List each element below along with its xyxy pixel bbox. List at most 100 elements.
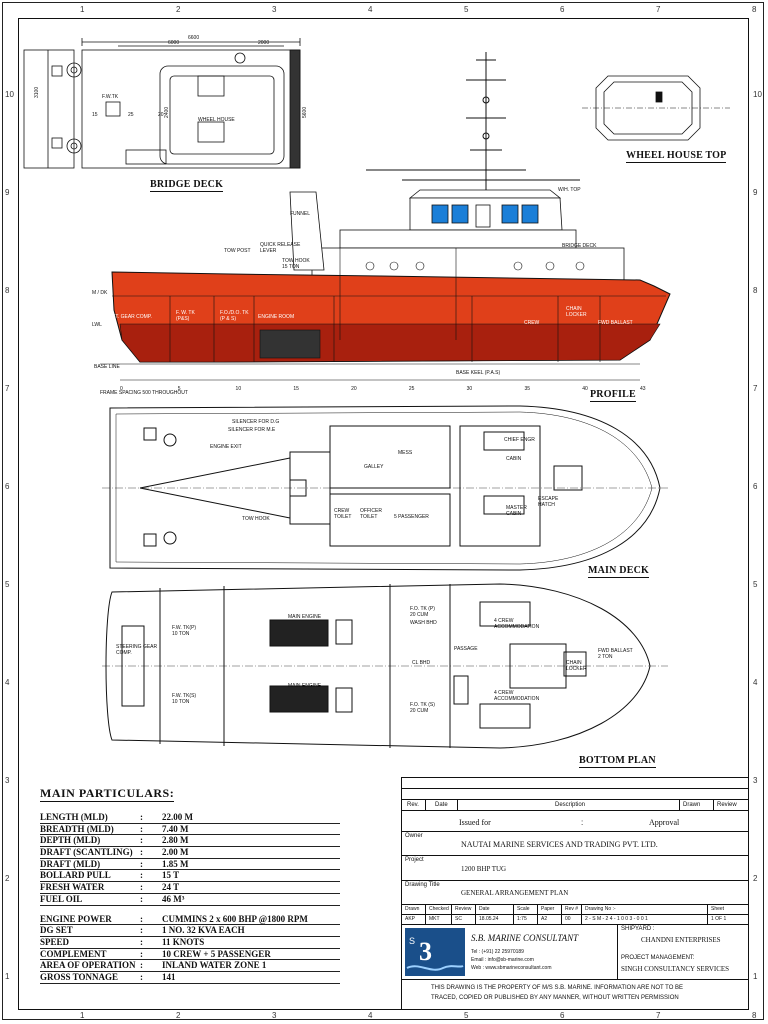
grid-row-label: 2 (753, 874, 758, 883)
tb-col-value: SC (455, 916, 462, 922)
frame-number: 43 (640, 386, 646, 392)
particular-colon: : (140, 858, 143, 869)
bridge-dimension-label: 6000 (168, 40, 179, 46)
label-tow-post: TOW POST (224, 248, 251, 254)
tb-col-header: Review (455, 906, 472, 912)
label-chain-locker: CHAIN LOCKER (566, 306, 587, 318)
particular-colon: : (140, 882, 143, 893)
particular-value: 15 T (162, 870, 180, 881)
grid-row-label: 9 (5, 188, 10, 197)
sb-marine-logo: 3 S (405, 928, 465, 976)
bridge-dimension-label: 6600 (188, 35, 199, 41)
label-crew-accom-1: 4 CREW ACCOMMODATION (494, 618, 540, 630)
particular-value: INLAND WATER ZONE 1 (162, 960, 267, 971)
particular-value: 10 CREW + 5 PASSENGER (162, 948, 271, 959)
label-fodo: F.O./D.O. TK (P & S) (220, 310, 249, 322)
wheel-house-top-drawing (582, 75, 730, 141)
particular-key: LENGTH (MLD) (40, 812, 108, 822)
tb-consultant: S.B. MARINE CONSULTANT (471, 933, 579, 943)
particular-colon: : (140, 913, 143, 924)
label-fwd-ballast: FWD BALLAST (598, 320, 633, 326)
label-engine-exit: ENGINE EXIT (210, 444, 242, 450)
bridge-dimension-label: 2400 (164, 107, 170, 118)
grid-col-label: 3 (272, 5, 277, 14)
frame-number: 35 (524, 386, 530, 392)
bridge-dimension-label: 20 (158, 112, 164, 118)
frame-number: 15 (293, 386, 299, 392)
particular-row: ENGINE POWER:CUMMINS 2 x 600 BHP @1800 R… (40, 914, 340, 926)
particular-value: 46 M³ (162, 893, 185, 904)
grid-col-label: 5 (464, 1011, 469, 1020)
particular-colon: : (140, 870, 143, 881)
grid-col-label: 6 (560, 1011, 565, 1020)
particular-key: DEPTH (MLD) (40, 835, 101, 846)
label-main-engine-1: MAIN ENGINE (288, 614, 322, 620)
grid-col-label: 7 (656, 5, 661, 14)
label-cl-bhd: CL BHD (412, 660, 431, 666)
label-silencer-dg: SILENCER FOR D.G (232, 419, 280, 425)
particular-row: GROSS TONNAGE:141 (40, 972, 340, 984)
label-crew-accom-2: 4 CREW ACCOMMODATION (494, 690, 540, 702)
wheel-house-top-title: WHEEL HOUSE TOP (626, 150, 727, 163)
particular-value: 1.85 M (162, 858, 189, 869)
grid-row-label: 3 (5, 776, 10, 785)
particular-key: FUEL OIL (40, 893, 83, 904)
grid-col-label: 8 (752, 1011, 757, 1020)
tb-web: Web : www.sbmarineconsultant.com (471, 965, 552, 971)
tb-drawn-header: Drawn (683, 802, 701, 808)
tb-col-value: 1 OF 1 (711, 916, 727, 922)
particular-colon: : (140, 847, 143, 858)
grid-row-label: 5 (5, 580, 10, 589)
frame-number: 5 (178, 386, 181, 392)
bridge-deck-title: BRIDGE DECK (150, 179, 224, 192)
tb-pm: SINGH CONSULTANCY SERVICES (621, 965, 730, 973)
tb-shipyard: CHANDNI ENTERPRISES (641, 936, 721, 944)
frame-number: 30 (467, 386, 473, 392)
grid-row-label: 2 (5, 874, 10, 883)
particular-value: CUMMINS 2 x 600 BHP @1800 RPM (162, 913, 308, 924)
particular-value: 11 KNOTS (162, 936, 205, 947)
particular-key: FRESH WATER (40, 882, 105, 893)
particular-row: DG SET:1 NO. 32 KVA EACH (40, 925, 340, 937)
particular-colon: : (140, 812, 143, 822)
bridge-dimension-label: 15 (92, 112, 98, 118)
tb-review-header: Review (717, 802, 737, 808)
grid-row-label: 8 (5, 286, 10, 295)
particular-row: DEPTH (MLD):2.80 M (40, 835, 340, 848)
tb-email: Email : info@sb-marine.com (471, 957, 534, 963)
bottom-plan-title: BOTTOM PLAN (579, 755, 656, 768)
particular-key: COMPLEMENT (40, 948, 107, 959)
frame-number: 40 (582, 386, 588, 392)
particular-value: 24 T (162, 882, 180, 893)
label-frame-spacing: FRAME SPACING 500 THROUGHOUT (100, 390, 188, 396)
tb-owner-label: Owner (405, 833, 423, 839)
label-base-line: BASE LINE (94, 364, 120, 370)
tb-col-header: Paper (541, 906, 555, 912)
label-bp-chain-locker: CHAIN LOCKER (566, 660, 587, 672)
label-cabin: CABIN (506, 456, 522, 462)
tb-col-value: 18.05.24 (479, 916, 499, 922)
particular-row: SPEED:11 KNOTS (40, 937, 340, 949)
label-escape-hatch: ESCAPE HATCH (538, 496, 559, 508)
grid-row-label: 7 (5, 384, 10, 393)
label-wash-bhd: WASH BHD (410, 620, 437, 626)
tb-col-header: Rev # (565, 906, 579, 912)
tb-notice-2: TRACED, COPIED OR PUBLISHED BY ANY MANNE… (431, 995, 679, 1001)
label-bridge-deck: BRIDGE DECK (562, 243, 597, 249)
tb-desc-header: Description (555, 802, 586, 808)
bottom-plan-drawing (102, 583, 668, 749)
particular-colon: : (140, 936, 143, 947)
tb-col-header: Sheet (711, 906, 725, 912)
particular-value: 22.00 M (162, 812, 193, 822)
label-base-keel: BASE KEEL (P.A.S) (456, 370, 501, 376)
main-deck-title: MAIN DECK (588, 565, 649, 578)
bridge-dimension-label: 2000 (258, 40, 269, 46)
grid-col-label: 4 (368, 5, 373, 14)
grid-row-label: 9 (753, 188, 758, 197)
tb-col-value: A2 (541, 916, 548, 922)
label-bp-fwd-ballast: FWD BALLAST 2 TON (598, 648, 633, 660)
particular-colon: : (140, 971, 143, 982)
label-silencer-me: SILENCER FOR M.E (228, 427, 276, 433)
